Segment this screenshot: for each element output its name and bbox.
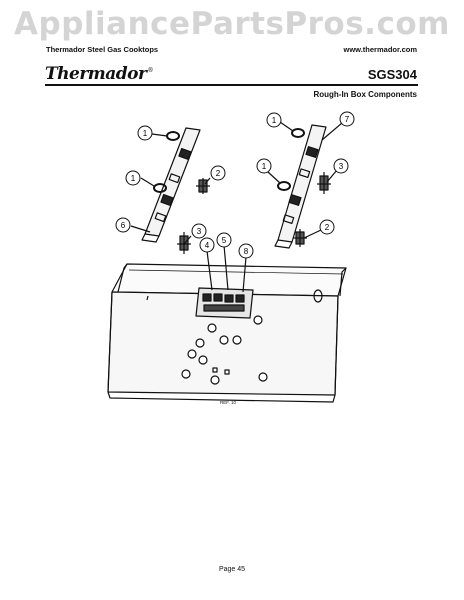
svg-text:1: 1 [272,116,277,125]
callout-8: 8 [238,243,254,259]
svg-text:1: 1 [131,174,136,183]
svg-text:1: 1 [262,162,267,171]
callout-1-b: 1 [125,170,141,186]
svg-text:8: 8 [244,247,249,256]
grommet [153,183,167,193]
callout-1-c: 1 [266,112,282,128]
header-website: www.thermador.com [343,45,418,54]
callout-2-right: 2 [319,219,335,235]
callout-1-a: 1 [137,125,153,141]
callout-6: 6 [115,217,131,233]
svg-text:3: 3 [339,162,344,171]
svg-text:4: 4 [205,241,210,250]
section-title: Rough-In Box Components [313,90,417,99]
burner-holes [181,315,268,385]
svg-text:3: 3 [197,227,202,236]
callout-4: 4 [199,237,215,253]
brand-logo: Thermador® [45,64,153,84]
watermark: AppliancePartsPros.com [14,6,450,42]
callout-7: 7 [339,111,355,127]
callout-labels: 1 1 6 3 2 4 5 8 1 7 1 3 2 [115,111,355,259]
left-upper-valve [196,178,210,194]
callout-5: 5 [216,232,232,248]
header-divider [45,84,418,86]
svg-text:1: 1 [143,129,148,138]
svg-text:7: 7 [345,115,350,124]
model-number: SGS304 [367,67,417,82]
trademark-mark: ® [147,67,153,75]
left-bracket [141,127,201,243]
callout-3-right: 3 [333,158,349,174]
svg-text:5: 5 [222,236,227,245]
right-upper-valve [317,172,331,194]
header-product-line: Thermador Steel Gas Cooktops [46,45,159,54]
svg-text:2: 2 [216,169,221,178]
rough-in-box [107,263,347,403]
grommet [166,131,180,141]
svg-text:2: 2 [325,223,330,232]
callout-1-d: 1 [256,158,272,174]
callout-2-left: 2 [210,165,226,181]
grommet [291,128,305,138]
left-lower-valve [177,232,191,254]
right-bracket [274,124,327,249]
page-number: Page 45 [218,566,246,573]
grommet [277,181,291,191]
box-reference-mark: REF. 10 [220,400,237,405]
svg-text:6: 6 [121,221,126,230]
control-module [195,287,254,319]
callout-3-left: 3 [191,223,207,239]
